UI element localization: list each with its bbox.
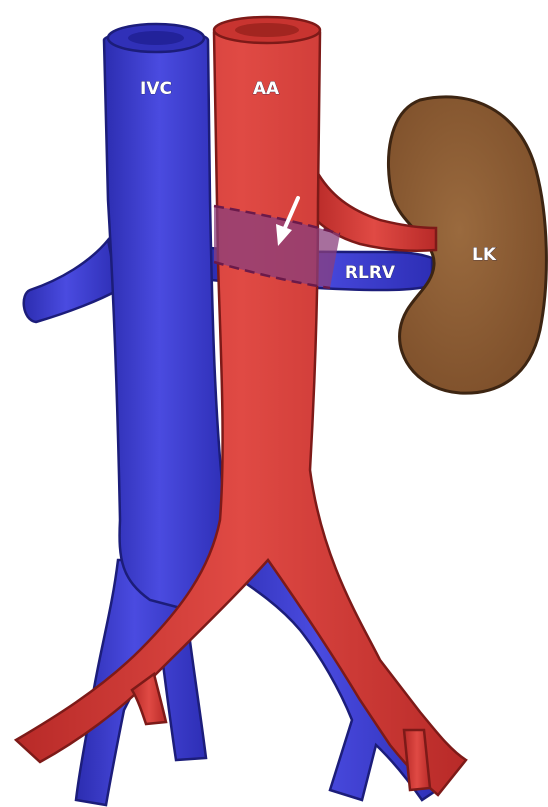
ivc-lumen xyxy=(128,31,184,45)
ivc-trunk xyxy=(104,32,227,612)
ivc-left-branch xyxy=(24,240,118,322)
label-aa: AA xyxy=(253,79,280,99)
label-rlrv: RLRV xyxy=(345,263,396,283)
aorta-lumen xyxy=(235,23,299,37)
right-internal-iliac xyxy=(404,730,430,790)
label-lk: LK xyxy=(472,245,497,265)
label-ivc: IVC xyxy=(140,79,172,99)
